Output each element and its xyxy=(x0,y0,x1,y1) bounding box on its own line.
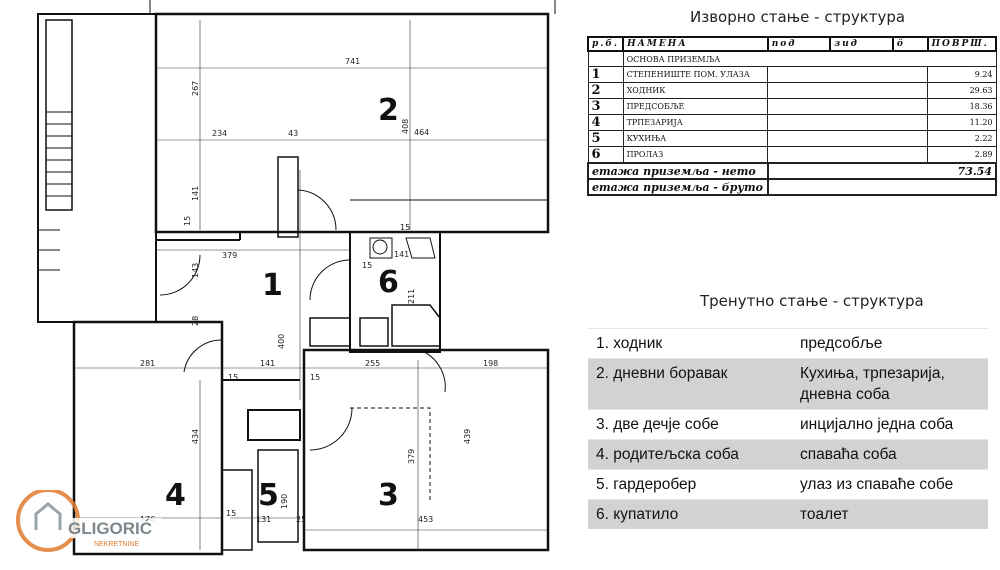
svg-text:408: 408 xyxy=(401,119,410,134)
svg-text:464: 464 xyxy=(414,128,429,137)
dimension-labels: 741 267 408 464 234 43 141 379 143 15 28… xyxy=(140,57,498,524)
svg-text:143: 143 xyxy=(191,263,200,278)
table-row: 2 ХОДНИК 29.63 xyxy=(587,82,997,99)
room-4-label: 4 xyxy=(165,478,186,513)
svg-text:400: 400 xyxy=(277,334,286,349)
room-2-label: 2 xyxy=(378,93,399,128)
table-row: 6. купатило тоалет xyxy=(588,499,988,529)
svg-text:43: 43 xyxy=(288,129,298,138)
table-row: 6 ПРОЛАЗ 2.89 xyxy=(587,146,997,164)
table-row: 5 КУХИЊА 2.22 xyxy=(587,130,997,147)
svg-text:15: 15 xyxy=(228,373,238,382)
svg-text:234: 234 xyxy=(212,129,227,138)
svg-text:15: 15 xyxy=(400,223,410,232)
svg-text:190: 190 xyxy=(280,494,289,509)
room-1-label: 1 xyxy=(262,268,283,303)
original-state-table: р.б. НАМЕНА под зид ö ПОВРШ. ОСНОВА ПРИЗ… xyxy=(586,36,998,196)
table-row: 3. две дечје собе инцијално једна соба xyxy=(588,409,988,440)
svg-text:25: 25 xyxy=(296,515,306,524)
room-6-label: 6 xyxy=(378,265,399,300)
svg-text:GLIGORIĆ: GLIGORIĆ xyxy=(68,519,152,538)
table-row: 1. ходник предсобље xyxy=(588,328,988,359)
current-state-title: Тренутно стање - структура xyxy=(700,292,924,310)
floor-plan: 741 267 408 464 234 43 141 379 143 15 28… xyxy=(37,0,556,556)
svg-text:379: 379 xyxy=(407,449,416,464)
header-namena: НАМЕНА xyxy=(622,36,769,52)
svg-text:439: 439 xyxy=(463,429,472,444)
svg-text:741: 741 xyxy=(345,57,360,66)
header-pod: под xyxy=(766,36,832,52)
gross-total-row: етажа приземља - бруто xyxy=(587,178,998,196)
table-row: 2. дневни боравак Кухиња, трпезарија, дн… xyxy=(588,358,988,410)
svg-text:15: 15 xyxy=(226,509,236,518)
header-rb: р.б. xyxy=(586,36,625,52)
svg-text:267: 267 xyxy=(191,81,200,96)
room-numbers: 2 1 6 4 5 3 xyxy=(165,93,399,513)
table-row: 4. родитељска соба спаваћа соба xyxy=(588,439,988,470)
svg-text:141: 141 xyxy=(191,186,200,201)
svg-text:28: 28 xyxy=(191,316,200,326)
gligoric-logo: GLIGORIĆ NEKRETNINE xyxy=(16,490,162,552)
table-row: 4 ТРПЕЗАРИЈА 11.20 xyxy=(587,114,997,131)
net-total-row: етажа приземља - нето 73.54 xyxy=(587,162,998,180)
table-row: 1 СТЕПЕНИШТЕ ПОМ. УЛАЗА 9.24 xyxy=(587,66,997,83)
original-state-title: Изворно стање - структура xyxy=(690,8,906,26)
dimension-lines xyxy=(74,20,548,550)
svg-text:141: 141 xyxy=(394,250,409,259)
header-povrs: ПОВРШ. xyxy=(926,36,998,52)
svg-text:198: 198 xyxy=(483,359,498,368)
header-o: ö xyxy=(891,36,929,52)
table-row: 5. гардеробер улаз из спаваће собе xyxy=(588,469,988,500)
svg-text:15: 15 xyxy=(362,261,372,270)
header-zid: зид xyxy=(829,36,894,52)
svg-text:141: 141 xyxy=(260,359,275,368)
room-5-label: 5 xyxy=(258,478,279,513)
svg-text:131: 131 xyxy=(256,515,271,524)
current-state-table: 1. ходник предсобље 2. дневни боравак Ку… xyxy=(588,328,988,529)
svg-text:15: 15 xyxy=(310,373,320,382)
svg-text:15: 15 xyxy=(183,216,192,226)
walls xyxy=(37,0,556,556)
section-label: ОСНОВА ПРИЗЕМЉА xyxy=(622,50,997,67)
table-row: 3 ПРЕДСОБЉЕ 18.36 xyxy=(587,98,997,115)
svg-text:211: 211 xyxy=(407,289,416,304)
room-3-label: 3 xyxy=(378,478,399,513)
svg-text:434: 434 xyxy=(191,429,200,444)
svg-text:NEKRETNINE: NEKRETNINE xyxy=(94,541,139,548)
svg-text:453: 453 xyxy=(418,515,433,524)
svg-text:379: 379 xyxy=(222,251,237,260)
svg-text:255: 255 xyxy=(365,359,380,368)
svg-text:281: 281 xyxy=(140,359,155,368)
